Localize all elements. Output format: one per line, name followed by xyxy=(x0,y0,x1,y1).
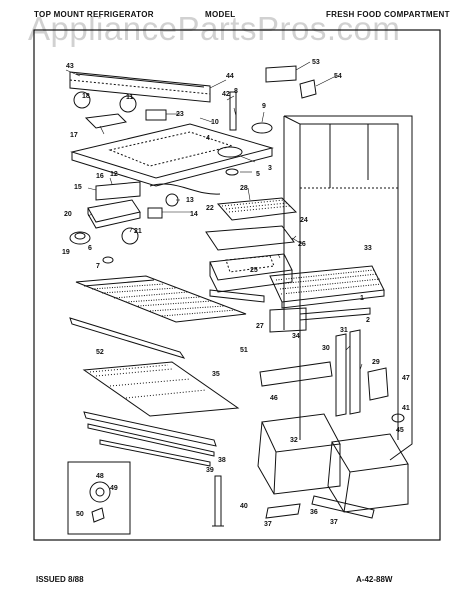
callout-16: 16 xyxy=(96,173,104,180)
callout-22: 22 xyxy=(206,205,214,212)
callout-7: 7 xyxy=(96,263,100,270)
callout-27: 27 xyxy=(256,323,264,330)
callout-31: 31 xyxy=(340,327,348,334)
header-section: FRESH FOOD COMPARTMENT xyxy=(326,10,450,19)
callout-24: 24 xyxy=(300,217,308,224)
callout-50: 50 xyxy=(76,511,84,518)
callout-53: 53 xyxy=(312,59,320,66)
callout-8: 8 xyxy=(234,88,238,95)
callout-20: 20 xyxy=(64,211,72,218)
shelf-upper-right xyxy=(269,265,385,309)
header-model: MODEL xyxy=(205,10,236,19)
callout-11: 11 xyxy=(126,94,134,101)
callout-39: 39 xyxy=(206,467,214,474)
callout-51: 51 xyxy=(240,347,248,354)
shelf-glass xyxy=(82,361,240,417)
callout-47: 47 xyxy=(402,375,410,382)
callout-49: 49 xyxy=(110,485,118,492)
callout-42: 42 xyxy=(222,91,230,98)
shelf-wire-left xyxy=(75,275,247,323)
callout-34: 34 xyxy=(292,333,300,340)
callout-37a: 37 xyxy=(264,521,272,528)
footer-code: A-42-88W xyxy=(356,575,393,584)
callout-32: 32 xyxy=(290,437,298,444)
callout-15: 15 xyxy=(74,184,82,191)
callout-labels: 1 2 3 4 5 6 7 8 9 10 11 12 13 14 15 16 1… xyxy=(62,59,410,528)
callout-10: 10 xyxy=(211,119,219,126)
meat-keeper-drawer xyxy=(209,253,293,293)
callout-4: 4 xyxy=(206,135,210,142)
footer-issued: ISSUED 8/88 xyxy=(36,575,84,584)
header-product: TOP MOUNT REFRIGERATOR xyxy=(34,10,154,19)
callout-44: 44 xyxy=(226,73,234,80)
callout-43: 43 xyxy=(66,63,74,70)
callout-6: 6 xyxy=(88,245,92,252)
callout-12: 12 xyxy=(110,171,118,178)
callout-13: 13 xyxy=(186,197,194,204)
callout-18: 18 xyxy=(82,93,90,100)
callout-3: 3 xyxy=(268,165,272,172)
callout-38: 38 xyxy=(218,457,226,464)
callout-23: 23 xyxy=(176,111,184,118)
callout-45: 45 xyxy=(396,427,404,434)
callout-1: 1 xyxy=(360,295,364,302)
callout-17: 17 xyxy=(70,132,78,139)
callout-5: 5 xyxy=(256,171,260,178)
control-components xyxy=(73,91,273,134)
shelf-supports xyxy=(259,307,371,417)
crisper-pan-left xyxy=(257,413,341,495)
callout-52: 52 xyxy=(96,349,104,356)
callout-25: 25 xyxy=(250,267,258,274)
meat-keeper-cover xyxy=(216,197,298,221)
cabinet-liner xyxy=(283,115,413,461)
callout-2: 2 xyxy=(366,317,370,324)
callout-41: 41 xyxy=(402,405,410,412)
top-trim xyxy=(69,71,211,103)
callout-33: 33 xyxy=(364,245,372,252)
callout-29: 29 xyxy=(372,359,380,366)
meat-keeper-frame xyxy=(205,225,295,251)
callout-46: 46 xyxy=(270,395,278,402)
callout-36: 36 xyxy=(310,509,318,516)
inset-box xyxy=(67,461,131,535)
callout-21: 21 xyxy=(134,228,142,235)
diagram-frame xyxy=(33,29,441,541)
watermark: AppliancePartsPros.com xyxy=(28,10,401,47)
crisper-pan-right xyxy=(327,433,409,513)
callout-40: 40 xyxy=(240,503,248,510)
callout-14: 14 xyxy=(190,211,198,218)
shelf-trim-front xyxy=(69,317,186,359)
callout-9: 9 xyxy=(262,103,266,110)
control-housing xyxy=(70,123,274,187)
callout-30: 30 xyxy=(322,345,330,352)
callout-37b: 37 xyxy=(330,519,338,526)
callout-54: 54 xyxy=(334,73,342,80)
callout-28: 28 xyxy=(240,185,248,192)
callout-35: 35 xyxy=(212,371,220,378)
callout-48: 48 xyxy=(96,473,104,480)
callout-26: 26 xyxy=(298,241,306,248)
callout-19: 19 xyxy=(62,249,70,256)
